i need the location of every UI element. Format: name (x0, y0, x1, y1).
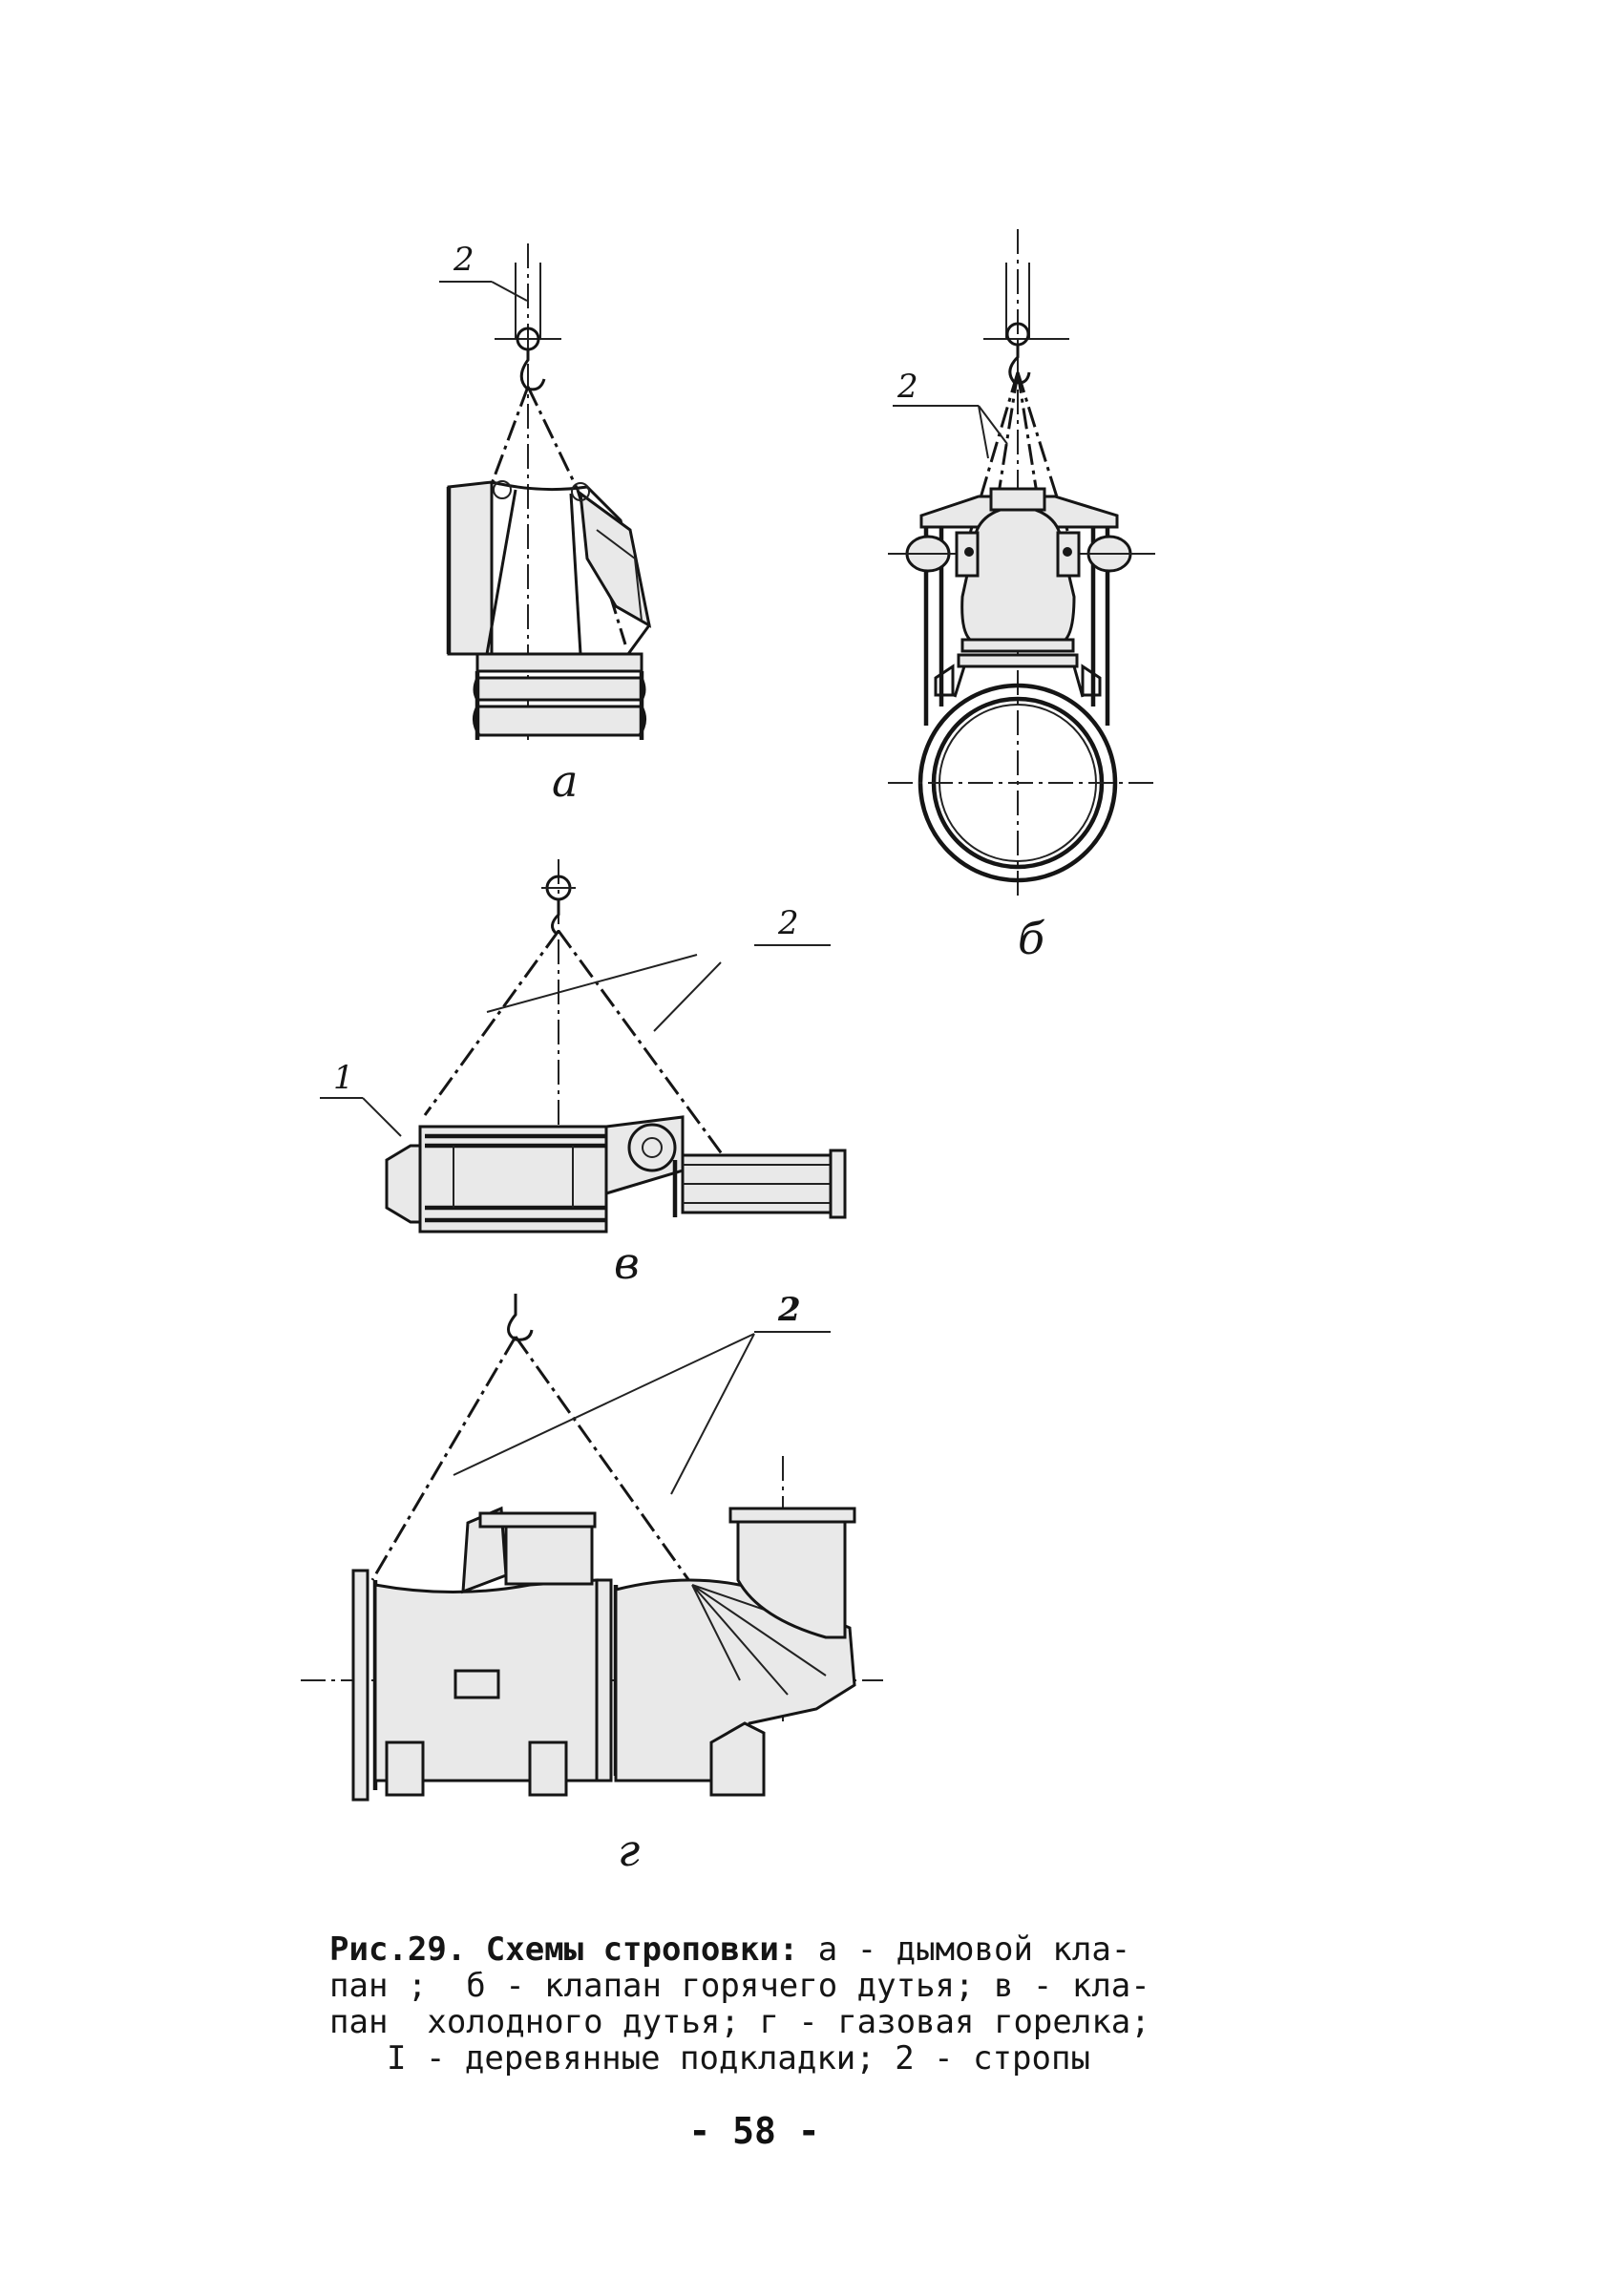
figure-a: 2 а (420, 243, 707, 816)
figure-g: 2 г (301, 1291, 902, 1886)
figure-g-label: г (618, 1825, 641, 1876)
figure-b-drawing (888, 229, 1155, 897)
caption-line-3: пан холодного дутья; г - газовая горелка… (329, 2003, 1150, 2041)
figure-a-drawing (439, 243, 652, 740)
figure-b-label: б (1018, 913, 1045, 964)
figure-a-label: а (552, 755, 579, 807)
figure-a-callout-2: 2 (453, 241, 475, 279)
figure-v-label: в (614, 1237, 640, 1289)
page-number: - 58 - (688, 2110, 820, 2152)
figure-v: 1 2 в (320, 859, 854, 1298)
figure-b: 2 б (878, 229, 1193, 964)
figure-g-drawing (301, 1294, 883, 1802)
figure-v-callout-2: 2 (778, 904, 799, 942)
caption-line-1-rest: а - дымовой кла- (798, 1930, 1131, 1969)
figure-caption: Рис.29. Схемы строповки: а - дымовой кла… (329, 1931, 1208, 2077)
caption-line-2: пан ; б - клапан горячего дутья; в - кла… (329, 1967, 1150, 2005)
caption-title: Рис.29. Схемы строповки: (329, 1930, 799, 1969)
figure-b-callout-2: 2 (897, 368, 918, 406)
caption-line-4: I - деревянные подкладки; 2 - стропы (387, 2039, 1090, 2078)
figure-v-drawing (320, 859, 847, 1234)
figure-v-callout-1: 1 (333, 1059, 354, 1097)
caption-line-1: Рис.29. Схемы строповки: а - дымовой кла… (329, 1931, 1208, 1968)
figure-g-callout-2: 2 (778, 1291, 801, 1329)
